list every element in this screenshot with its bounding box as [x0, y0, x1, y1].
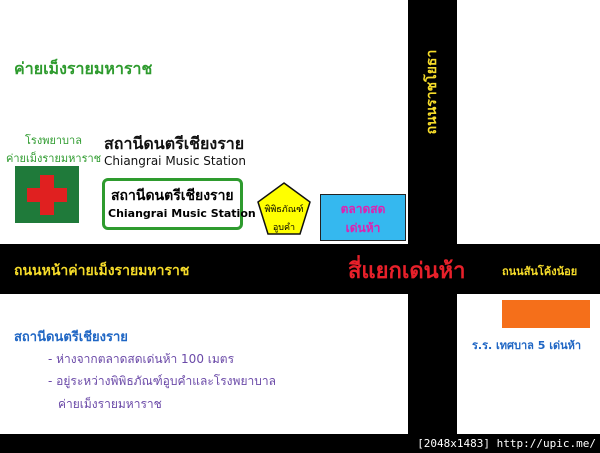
- road-label-horizontal-right: ถนนสันโค้งน้อย: [502, 265, 578, 278]
- museum-marker[interactable]: [256, 181, 312, 237]
- info-line3: ค่ายเม็งรายมหาราช: [58, 397, 162, 411]
- station-sign-thai: สถานีดนตรีเชียงราย: [111, 188, 234, 204]
- market-label-line2: เด่นห้า: [345, 221, 381, 235]
- road-label-vertical: ถนนราชโยธา: [424, 49, 440, 135]
- intersection-label: สี่แยกเด่นห้า: [348, 259, 466, 284]
- hospital-label-line2: ค่ายเม็งรายมหาราช: [6, 152, 102, 165]
- station-title-thai: สถานีดนตรีเชียงราย: [104, 134, 245, 153]
- road-label-horizontal-left: ถนนหน้าค่ายเม็งรายมหาราช: [14, 263, 190, 279]
- info-line1: - ห่างจากตลาดสดเด่นห้า 100 เมตร: [48, 352, 235, 366]
- museum-label-line1: พิพิธภัณฑ์: [264, 205, 304, 215]
- station-sign-eng: Chiangrai Music Station: [108, 207, 256, 220]
- info-title: สถานีดนตรีเชียงราย: [14, 330, 128, 345]
- market-label-line1: ตลาดสด: [340, 202, 386, 216]
- block-bottom-left: [0, 294, 408, 434]
- school-marker[interactable]: [502, 300, 590, 328]
- school-label: ร.ร. เทศบาล 5 เด่นห้า: [472, 339, 582, 352]
- info-line2: - อยู่ระหว่างพิพิธภัณฑ์อูบคำและโรงพยาบาล: [48, 374, 276, 388]
- hospital-marker[interactable]: [15, 166, 79, 223]
- block-top-right: [457, 0, 600, 244]
- pentagon-icon: [257, 182, 311, 235]
- red-cross-icon: [15, 166, 79, 223]
- hospital-label-line1: โรงพยาบาล: [25, 134, 82, 147]
- station-title-eng: Chiangrai Music Station: [104, 154, 246, 168]
- market-marker[interactable]: ตลาดสด เด่นห้า: [320, 194, 406, 241]
- museum-label-line2: อูบคำ: [272, 223, 296, 233]
- station-sign[interactable]: สถานีดนตรีเชียงราย Chiangrai Music Stati…: [102, 178, 256, 230]
- watermark: [2048x1483] http://upic.me/: [417, 437, 596, 450]
- camp-title: ค่ายเม็งรายมหาราช: [14, 59, 153, 78]
